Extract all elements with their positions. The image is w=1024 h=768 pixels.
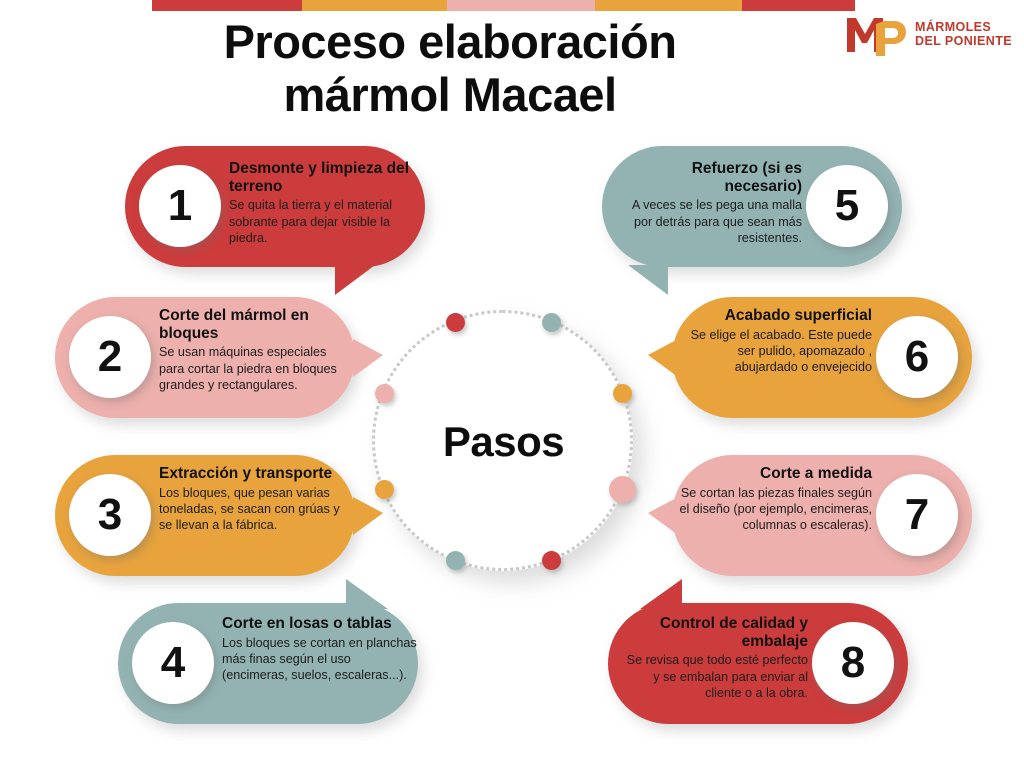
step-title-1: Desmonte y limpieza del terreno bbox=[229, 160, 410, 195]
step-body-8: Se revisa que todo esté perfecto y se em… bbox=[626, 653, 808, 701]
step-text-6: Acabado superficial Se elige el acabado. … bbox=[678, 307, 872, 376]
step-title-6: Acabado superficial bbox=[724, 307, 872, 324]
wheel-dot bbox=[375, 479, 395, 499]
title-line-2: mármol Macael bbox=[283, 67, 617, 121]
step-number-badge-7: 7 bbox=[876, 474, 958, 556]
topbar-segment-3 bbox=[447, 0, 595, 11]
center-wheel: Pasos bbox=[362, 300, 645, 583]
logo-line-1: MÁRMOLES bbox=[915, 19, 992, 34]
step-title-5: Refuerzo (si es necesario) bbox=[691, 160, 802, 195]
card-tail bbox=[346, 579, 388, 609]
topbar-segment-4 bbox=[595, 0, 742, 11]
logo-wordmark: MÁRMOLES DEL PONIENTE bbox=[915, 20, 1012, 49]
step-number-badge-6: 6 bbox=[876, 316, 958, 398]
wheel-dotted-ring bbox=[372, 310, 633, 571]
topbar-segment-1 bbox=[152, 0, 302, 11]
step-body-2: Se usan máquinas especiales para cortar … bbox=[159, 345, 337, 393]
step-number-badge-4: 4 bbox=[132, 622, 214, 704]
wheel-dot bbox=[541, 550, 561, 570]
step-title-8: Control de calidad y embalaje bbox=[659, 615, 808, 650]
top-color-strip bbox=[152, 0, 855, 11]
logo-monogram-icon bbox=[843, 10, 909, 58]
step-text-7: Corte a medida Se cortan las piezas final… bbox=[678, 465, 873, 534]
card-tail bbox=[335, 265, 375, 295]
step-text-5: Refuerzo (si es necesario)A veces se les… bbox=[616, 160, 802, 246]
step-body-3: Los bloques, que pesan varias toneladas,… bbox=[159, 485, 340, 533]
step-title-4: Corte en losas o tablas bbox=[222, 615, 392, 632]
card-tail bbox=[648, 497, 678, 535]
step-number-badge-8: 8 bbox=[812, 622, 894, 704]
step-body-4: Los bloques se cortan en planchas más fi… bbox=[222, 635, 417, 683]
step-title-2: Corte del mármol en bloques bbox=[159, 307, 309, 342]
card-tail bbox=[648, 339, 678, 377]
card-tail bbox=[628, 265, 668, 295]
step-body-1: Se quita la tierra y el material sobrant… bbox=[229, 198, 393, 246]
step-number-badge-2: 2 bbox=[69, 316, 151, 398]
brand-logo: MÁRMOLES DEL PONIENTE bbox=[843, 10, 1012, 58]
step-body-7: Se cortan las piezas finales según el di… bbox=[679, 485, 873, 533]
card-tail bbox=[353, 497, 383, 535]
card-tail bbox=[353, 339, 383, 377]
page-title: Proceso elaboración mármol Macael bbox=[120, 15, 780, 121]
step-number-badge-3: 3 bbox=[69, 474, 151, 556]
wheel-dot bbox=[446, 550, 466, 570]
wheel-dot bbox=[612, 384, 632, 404]
topbar-segment-5 bbox=[742, 0, 855, 11]
topbar-segment-2 bbox=[302, 0, 447, 11]
wheel-dot bbox=[541, 313, 561, 333]
step-body-5: A veces se les pega una malla por detrás… bbox=[631, 198, 802, 246]
step-number-badge-5: 5 bbox=[806, 165, 888, 247]
logo-line-2: DEL PONIENTE bbox=[915, 34, 1012, 48]
step-body-6: Se elige el acabado. Este puede ser puli… bbox=[690, 327, 872, 375]
step-title-7: Corte a medida bbox=[760, 465, 872, 482]
wheel-dot bbox=[446, 313, 466, 333]
wheel-label: Pasos bbox=[442, 417, 565, 465]
card-tail bbox=[640, 579, 682, 609]
wheel-dot bbox=[608, 475, 636, 503]
step-number-badge-1: 1 bbox=[139, 165, 221, 247]
title-line-1: Proceso elaboración bbox=[223, 15, 677, 68]
wheel-dot bbox=[375, 384, 395, 404]
step-title-3: Extracción y transporte bbox=[159, 465, 333, 482]
